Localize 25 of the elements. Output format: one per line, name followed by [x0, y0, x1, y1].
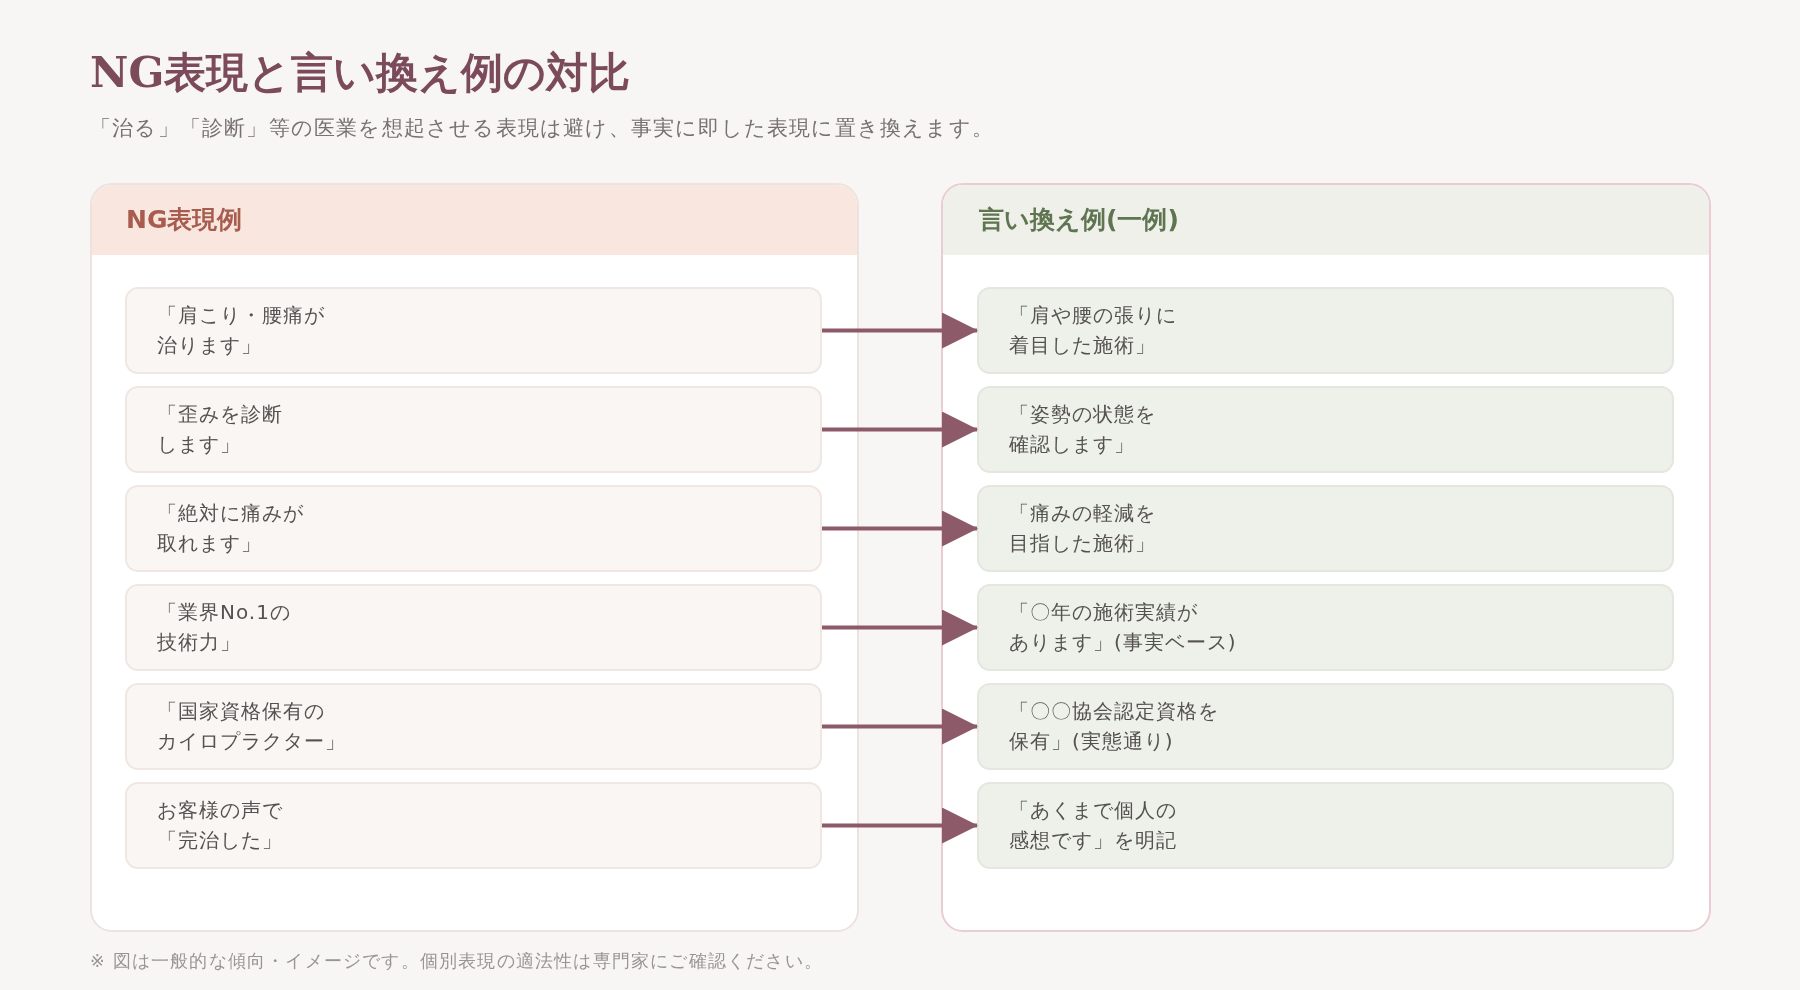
- phrase-card: 「あくまで個人の感想です」を明記: [977, 782, 1674, 869]
- phrase-card: 「肩こり・腰痛が治ります」: [125, 287, 822, 374]
- phrase-card: 「〇〇協会認定資格を保有」(実態通り): [977, 683, 1674, 770]
- phrase-card: 「歪みを診断します」: [125, 386, 822, 473]
- arrow: [822, 411, 978, 448]
- phrase-card: 「国家資格保有のカイロプラクター」: [125, 683, 822, 770]
- panel-header: NG表現例: [92, 185, 857, 255]
- phrase-card: 「肩や腰の張りに着目した施術」: [977, 287, 1674, 374]
- phrase-card: 「業界No.1の技術力」: [125, 584, 822, 671]
- phrase-card: 「姿勢の状態を確認します」: [977, 386, 1674, 473]
- phrase-card: お客様の声で「完治した」: [125, 782, 822, 869]
- phrase-card: 「絶対に痛みが取れます」: [125, 485, 822, 572]
- subtitle: 「治る」「診断」等の医業を想起させる表現は避け、事実に即した表現に置き換えます。: [90, 115, 994, 142]
- arrow: [822, 807, 978, 844]
- arrow: [822, 510, 978, 547]
- arrow: [822, 312, 978, 349]
- phrase-card: 「〇年の施術実績があります」(事実ベース): [977, 584, 1674, 671]
- arrow: [822, 609, 978, 646]
- column-panel: [941, 183, 1711, 932]
- column-panel: [90, 183, 859, 932]
- title: NG表現と言い換え例の対比: [90, 47, 631, 99]
- phrase-card: 「痛みの軽減を目指した施術」: [977, 485, 1674, 572]
- arrow: [822, 708, 978, 745]
- panel-header: 言い換え例(一例): [943, 185, 1709, 255]
- footnote: ※ 図は一般的な傾向・イメージです。個別表現の適法性は専門家にご確認ください。: [90, 950, 824, 973]
